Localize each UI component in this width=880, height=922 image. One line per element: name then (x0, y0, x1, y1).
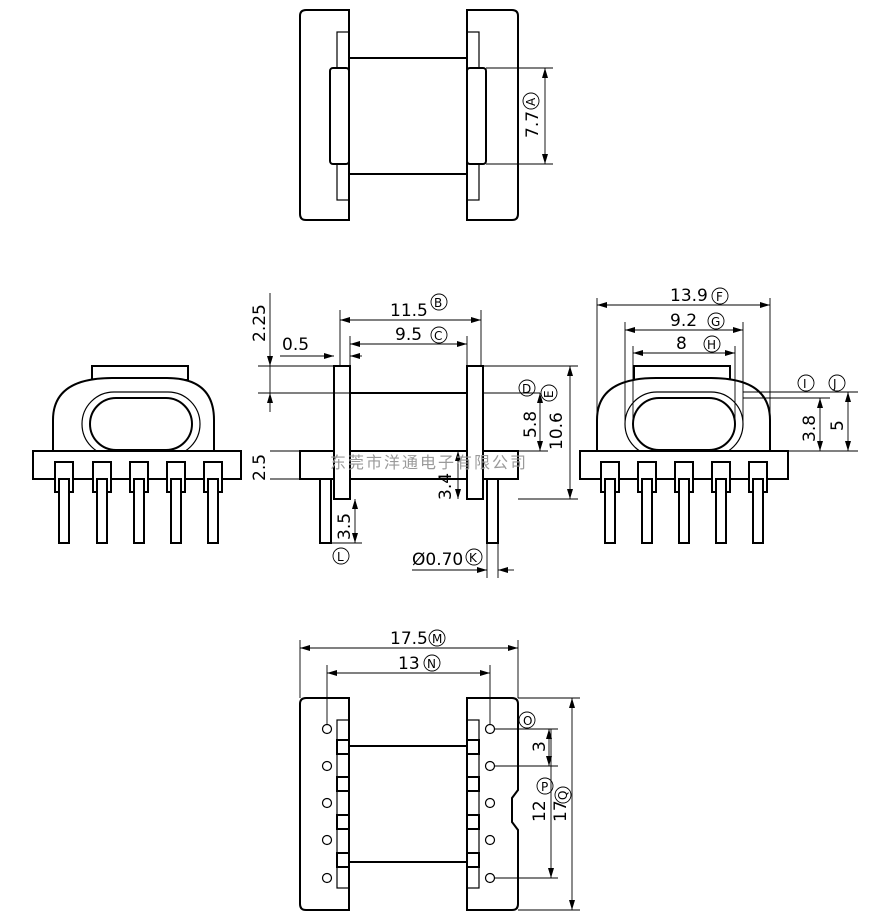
center-core (349, 392, 468, 452)
center-right-wall (466, 365, 484, 500)
left-window (89, 397, 193, 451)
dim-e-label: E (542, 390, 556, 398)
dim-k-value: Ø0.70 (412, 550, 463, 570)
dim-b-value: 11.5 (390, 301, 428, 321)
dim-5: 5 (828, 420, 848, 431)
dim-f-value: 13.9 (670, 286, 708, 306)
dim-b-label: B (434, 296, 442, 310)
watermark: 东莞市洋通电子有限公司 (330, 453, 528, 472)
left-pins (54, 461, 223, 544)
dim-h-value: 8 (676, 334, 687, 354)
dim-j-label: J (832, 377, 837, 391)
dim-k-label: K (469, 551, 478, 565)
dim-p-label: P (541, 780, 548, 794)
dim-5-8: 5.8 (521, 411, 541, 438)
dim-2-25: 2.25 (250, 304, 270, 342)
dim-o-label: O (523, 714, 532, 728)
dim-0-5: 0.5 (282, 335, 309, 355)
dim-c-value: 9.5 (395, 325, 422, 345)
bottom-left-flange (299, 697, 350, 911)
side-view-center: 11.5 B 9.5 C 0.5 2.25 2.5 5.8 D (250, 293, 578, 578)
bottom-left-pads (336, 739, 350, 868)
center-right-pin (486, 478, 499, 544)
dim-10-6: 10.6 (547, 412, 567, 450)
right-window (632, 397, 736, 451)
dim-3: 3 (530, 741, 550, 752)
dim-g-value: 9.2 (670, 311, 697, 331)
dim-3-5: 3.5 (335, 513, 355, 540)
dim-3-4: 3.4 (436, 473, 456, 500)
dim-17: 17 (551, 800, 571, 822)
dim-l-label: L (337, 550, 344, 564)
dim-h-label: H (707, 338, 716, 352)
dim-12: 12 (530, 800, 550, 822)
center-left-pin (319, 478, 332, 544)
top-view: 7.7 A (299, 9, 553, 221)
top-right-flange (466, 9, 519, 221)
top-left-boss (329, 67, 350, 165)
dim-3-8: 3.8 (800, 415, 820, 442)
dim-m-label: M (432, 632, 442, 646)
dim-c-label: C (434, 329, 442, 343)
front-view-left (32, 365, 242, 544)
bottom-left-holes (321, 723, 333, 884)
bottom-right-pads (466, 739, 480, 868)
bottom-core (348, 745, 468, 863)
dim-d-label: D (522, 382, 531, 396)
dim-a-label: A (524, 97, 538, 106)
top-right-boss (466, 67, 487, 165)
front-view-right: 13.9 F 9.2 G 8 H 3.8 5 I J (579, 286, 858, 544)
center-left-wall (333, 365, 351, 500)
top-core (348, 57, 468, 175)
dim-g-label: G (711, 315, 720, 329)
dim-m-value: 17.5 (390, 629, 428, 649)
dim-2-5: 2.5 (250, 454, 270, 481)
bottom-view: 17.5 M 13 N 3 12 17 O P Q (299, 629, 580, 911)
right-pins (600, 461, 768, 544)
dim-i-label: I (803, 377, 807, 391)
dim-a-value: 7.7 (523, 111, 543, 138)
dim-n-label: N (427, 657, 436, 671)
dim-n-value: 13 (398, 654, 420, 674)
dim-f-label: F (716, 290, 723, 304)
dim-q-label: Q (556, 791, 570, 800)
